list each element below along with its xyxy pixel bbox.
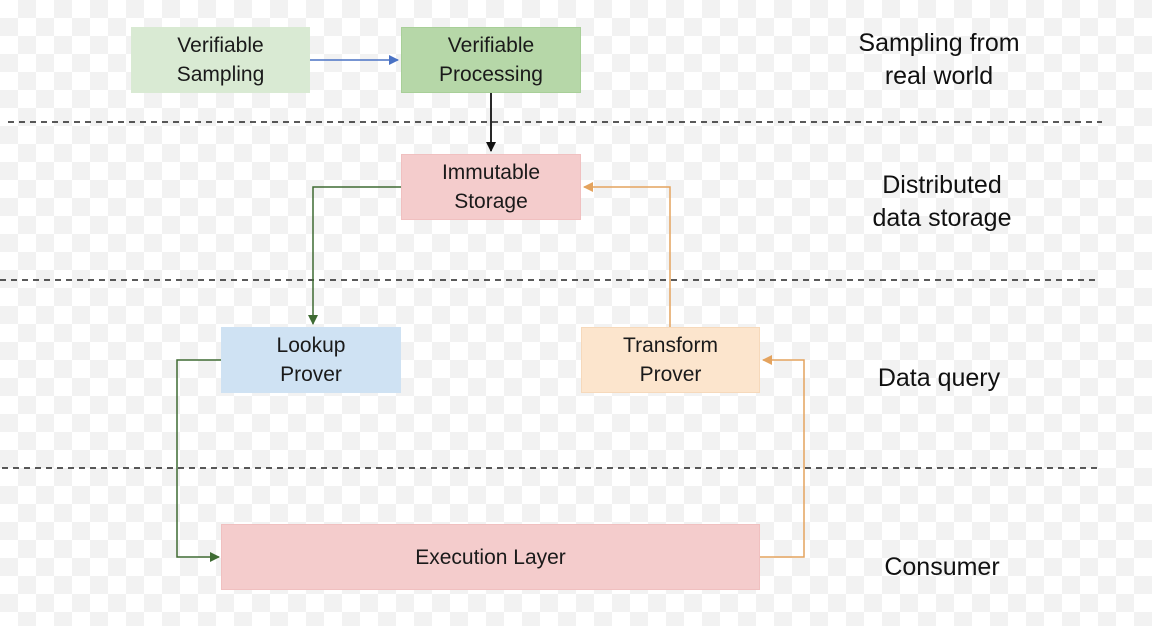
section-label-sampling: Sampling from real world [858,29,1020,90]
lookup-prover-box: Lookup Prover [221,327,401,393]
section-label-consumer: Consumer [884,553,1000,581]
immutable-storage-label: Immutable Storage [441,161,541,213]
verifiable-sampling-box: Verifiable Sampling [131,27,310,93]
arrow-transform-to-storage [583,182,671,327]
arrow-storage-to-lookup [308,186,401,325]
section-label-storage: Distributed data storage [872,171,1012,232]
verifiable-processing-label: Verifiable Processing [439,34,543,86]
transform-prover-box: Transform Prover [581,327,760,393]
verifiable-processing-box: Verifiable Processing [401,27,581,93]
verifiable-sampling-label: Verifiable Sampling [176,34,265,86]
arrow-lookup-to-execution [176,359,221,562]
arrow-execution-to-transform [760,355,805,558]
lookup-prover-label: Lookup Prover [276,334,346,386]
immutable-storage-box: Immutable Storage [401,154,581,220]
execution-layer-box: Execution Layer [221,524,760,590]
execution-layer-label: Execution Layer [415,545,566,569]
section-label-query: Data query [877,364,1001,392]
transform-prover-label: Transform Prover [623,334,718,386]
